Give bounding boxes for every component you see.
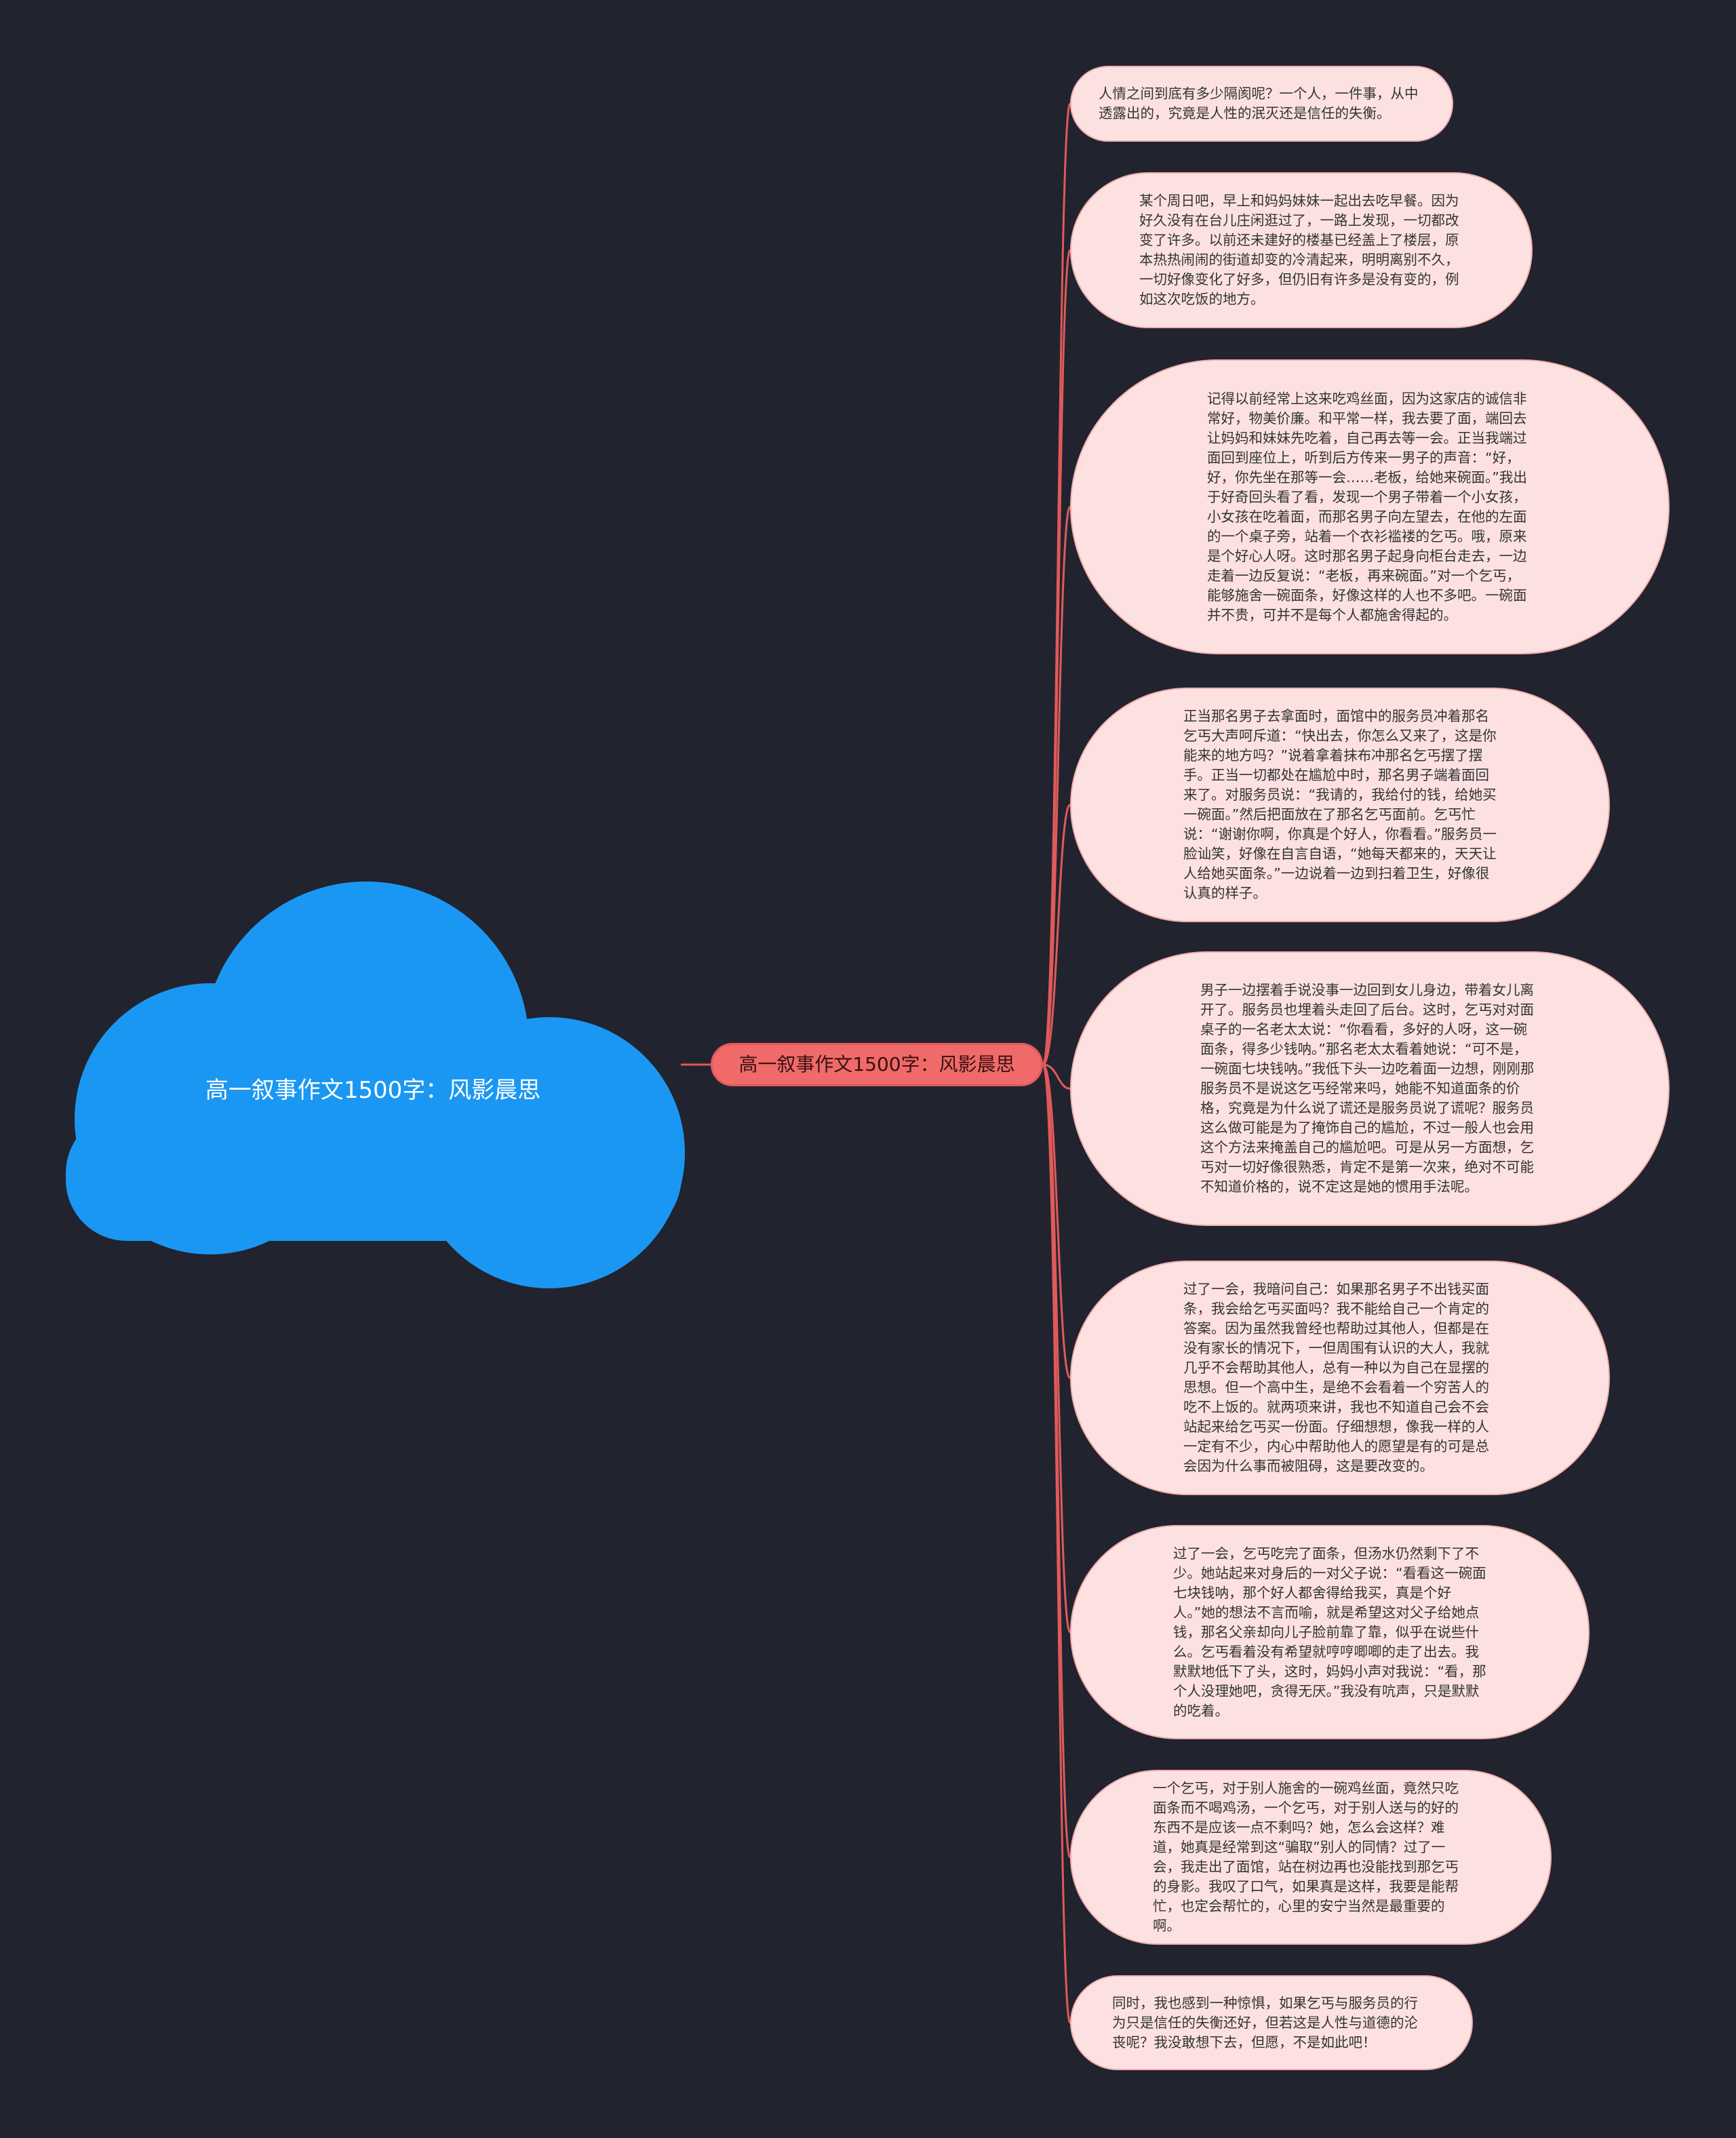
leaf-connector [1042,1063,1071,1379]
leaf-node[interactable]: 同时，我也感到一种惊惧，如果乞丐与服务员的行为只是信任的失衡还好，但若这是人性与… [1070,1975,1473,2070]
leaf-node[interactable]: 正当那名男子去拿面时，面馆中的服务员冲着那名乞丐大声呵斥道：“快出去，你怎么又来… [1070,688,1610,922]
leaf-connector [1042,1063,1071,1090]
leaf-node[interactable]: 记得以前经常上这来吃鸡丝面，因为这家店的诚信非常好，物美价廉。和平常一样，我去要… [1070,359,1670,654]
leaf-text: 正当那名男子去拿面时，面馆中的服务员冲着那名乞丐大声呵斥道：“快出去，你怎么又来… [1183,708,1497,901]
leaf-connector [1042,249,1071,1066]
leaf-text: 男子一边摆着手说没事一边回到女儿身边，带着女儿离开了。服务员也埋着头走回了后台。… [1200,982,1535,1195]
center-topic-node[interactable]: 高一叙事作文1500字：风影晨思 [711,1043,1043,1086]
leaf-node[interactable]: 一个乞丐，对于别人施舍的一碗鸡丝面，竟然只吃面条而不喝鸡汤，一个乞丐，对于别人送… [1070,1770,1552,1945]
leaf-node[interactable]: 男子一边摆着手说没事一边回到女儿身边，带着女儿离开了。服务员也埋着头走回了后台。… [1070,951,1670,1226]
leaf-text: 记得以前经常上这来吃鸡丝面，因为这家店的诚信非常好，物美价廉。和平常一样，我去要… [1207,390,1527,623]
leaf-text: 人情之间到底有多少隔阂呢？一个人，一件事，从中透露出的，究竟是人性的泯灭还是信任… [1099,85,1419,121]
leaf-node[interactable]: 过了一会，我暗问自己：如果那名男子不出钱买面条，我会给乞丐买面吗？我不能给自己一… [1070,1261,1610,1495]
leaf-connector [1042,506,1071,1066]
leaf-text: 过了一会，我暗问自己：如果那名男子不出钱买面条，我会给乞丐买面吗？我不能给自己一… [1183,1281,1489,1474]
leaf-node[interactable]: 人情之间到底有多少隔阂呢？一个人，一件事，从中透露出的，究竟是人性的泯灭还是信任… [1070,66,1453,142]
leaf-connector [1042,1063,1071,2024]
leaf-connector [1042,804,1071,1066]
root-node-label: 高一叙事作文1500字：风影晨思 [205,1077,541,1104]
leaf-text: 一个乞丐，对于别人施舍的一碗鸡丝面，竟然只吃面条而不喝鸡汤，一个乞丐，对于别人送… [1153,1780,1459,1934]
root-cloud-shape [66,882,685,1288]
leaf-node[interactable]: 过了一会，乞丐吃完了面条，但汤水仍然剩下了不少。她站起来对身后的一对父子说：“看… [1070,1525,1590,1739]
leaf-text: 过了一会，乞丐吃完了面条，但汤水仍然剩下了不少。她站起来对身后的一对父子说：“看… [1173,1545,1486,1719]
leaf-text: 同时，我也感到一种惊惧，如果乞丐与服务员的行为只是信任的失衡还好，但若这是人性与… [1112,1994,1418,2051]
leaf-text: 某个周日吧，早上和妈妈妹妹一起出去吃早餐。因为好久没有在台儿庄闲逛过了，一路上发… [1139,193,1459,307]
leaf-node[interactable]: 某个周日吧，早上和妈妈妹妹一起出去吃早餐。因为好久没有在台儿庄闲逛过了，一路上发… [1070,172,1533,328]
